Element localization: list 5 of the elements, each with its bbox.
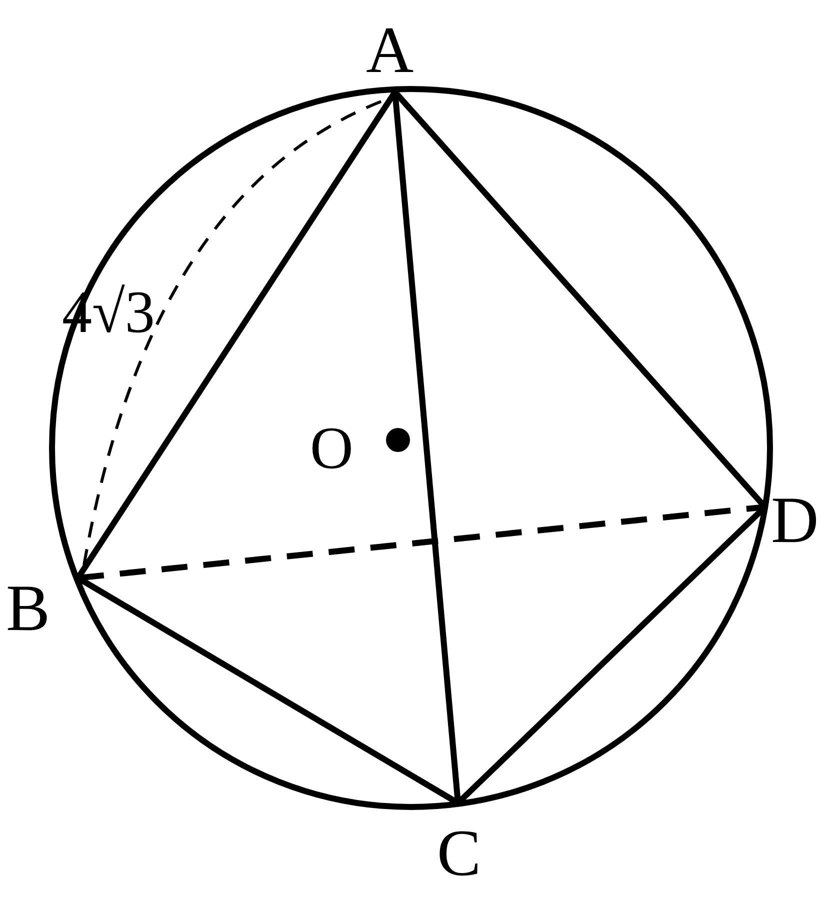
vertex-label: D bbox=[771, 488, 819, 554]
vertex-label: B bbox=[6, 576, 50, 642]
center-label: O bbox=[310, 418, 354, 478]
vertex-label: A bbox=[366, 18, 414, 84]
vertex-label: C bbox=[437, 821, 482, 887]
